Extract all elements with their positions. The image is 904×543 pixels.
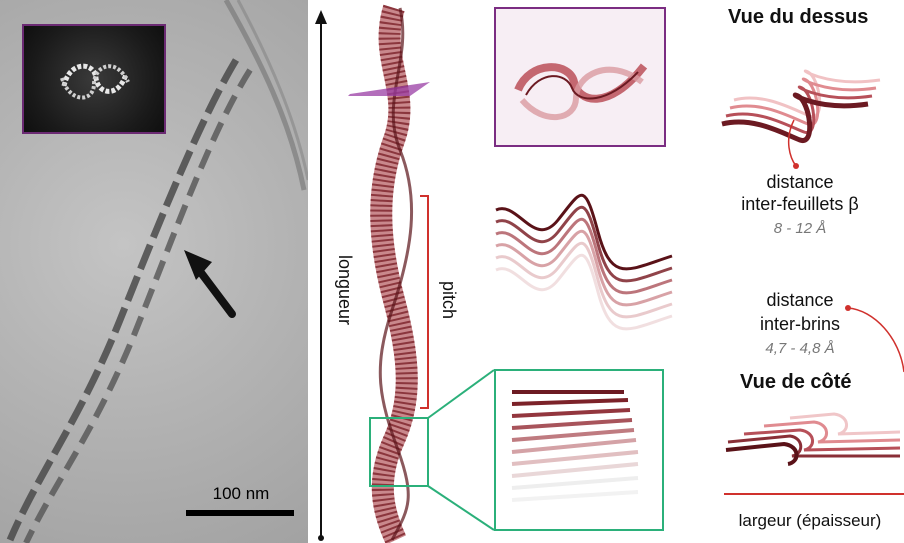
sheet-distance-value: 8 - 12 Å (773, 220, 827, 237)
strand-distance-value: 4,7 - 4,8 Å (765, 340, 835, 357)
length-axis-label: longueur (335, 254, 355, 326)
top-view-strands (721, 69, 881, 143)
length-axis-arrowhead (315, 10, 327, 24)
sheet-distance-label-line1: distance (766, 172, 834, 192)
cryo-em-micrograph: 100 nm (0, 0, 308, 543)
sheet-distance-label-line2: inter-feuillets β (741, 194, 859, 214)
width-label: largeur (épaisseur) (738, 511, 882, 530)
length-axis-base (318, 535, 324, 541)
strand-distance-label-line2: inter-brins (759, 314, 841, 334)
scale-bar (186, 510, 294, 516)
cross-section-plane (348, 82, 430, 96)
annotation-diagrams (721, 69, 904, 495)
stacked-sheets-view (495, 193, 673, 331)
side-view-title: Vue de côté (740, 371, 852, 393)
top-view-structure (514, 63, 648, 120)
cross-section-inset (22, 24, 166, 134)
pitch-bracket (420, 195, 429, 409)
scale-bar-label: 100 nm (212, 484, 270, 503)
top-view-title: Vue du dessus (728, 6, 869, 28)
strand-distance-label-line1: distance (766, 290, 834, 310)
side-view-strands (725, 412, 901, 466)
pitch-label: pitch (439, 280, 459, 320)
fibril-model-diagram (315, 4, 673, 543)
zoom-guide-top (427, 369, 495, 419)
zoomed-fibril-structure (511, 390, 639, 502)
zoom-region-box (369, 417, 429, 487)
zoom-guide-bottom (427, 485, 495, 531)
